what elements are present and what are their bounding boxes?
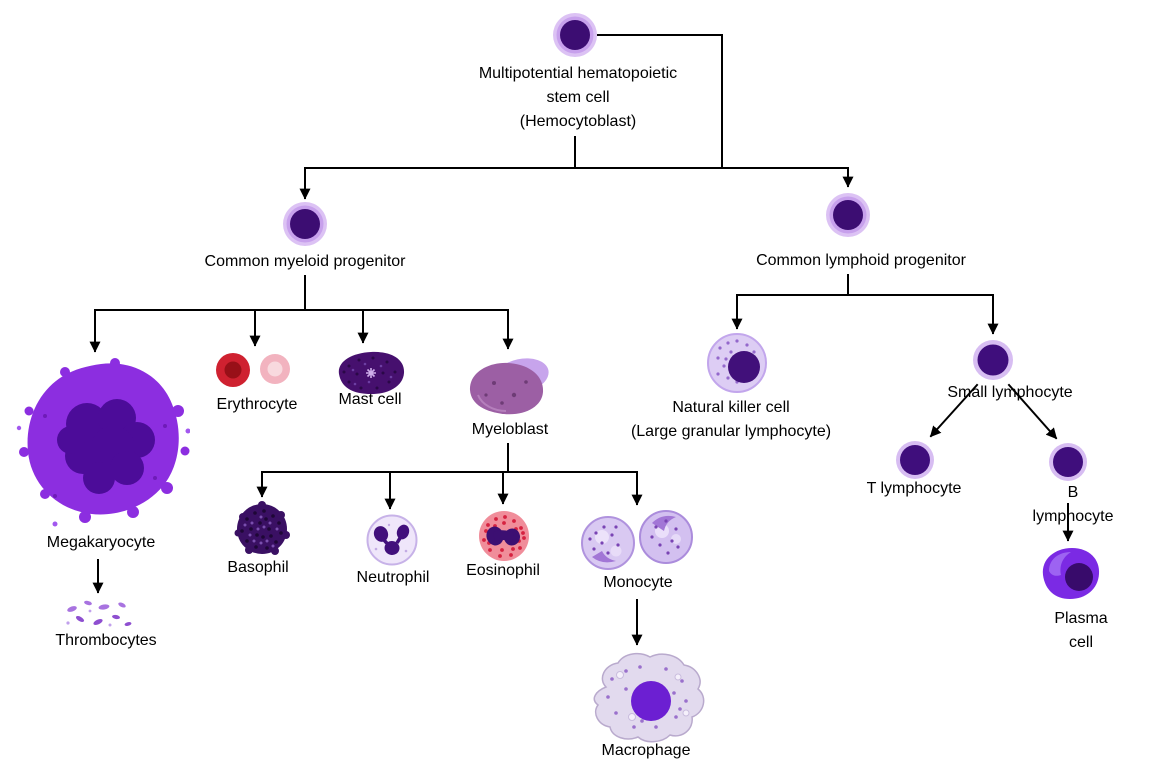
megakaryocyte-label: Megakaryocyte	[46, 534, 156, 551]
b-lymphocyte-icon	[1048, 442, 1088, 482]
t-lymphocyte-icon	[895, 440, 935, 480]
myeloblast-label: Myeloblast	[471, 421, 549, 438]
megakaryocyte-icon	[15, 356, 191, 528]
thrombocytes-icon	[60, 597, 138, 631]
neutrophil-icon	[364, 513, 420, 567]
natural-killer-icon	[704, 332, 770, 396]
erythrocyte-label: Erythrocyte	[216, 396, 298, 413]
small-lymphocyte-icon	[972, 339, 1014, 381]
edge-to-blymphocyte	[1007, 383, 1058, 440]
lymphoid-progenitor-label: Common lymphoid progenitor	[756, 252, 966, 269]
edge-stem-elbow	[597, 34, 723, 168]
erythrocyte-icon	[211, 350, 303, 390]
stem-cell-icon	[552, 12, 598, 58]
small-lymphocyte-label: Small lymphocyte	[947, 384, 1073, 401]
stem-cell-label: Multipotential hematopoietic stem cell (…	[478, 65, 678, 130]
edge-to-tlymphocyte	[929, 383, 979, 438]
natural-killer-label: Natural killer cell (Large granular lymp…	[630, 399, 832, 440]
basophil-icon	[233, 501, 291, 557]
myeloid-progenitor-icon	[282, 201, 328, 247]
b-lymphocyte-label: B lymphocyte	[1032, 484, 1114, 525]
plasma-cell-icon	[1039, 545, 1103, 602]
eosinophil-label: Eosinophil	[466, 562, 540, 579]
neutrophil-label: Neutrophil	[356, 569, 430, 586]
lymphoid-progenitor-icon	[825, 192, 871, 238]
mast-cell-icon	[331, 348, 411, 398]
t-lymphocyte-label: T lymphocyte	[866, 480, 962, 497]
macrophage-label: Macrophage	[601, 742, 691, 759]
eosinophil-icon	[475, 508, 533, 564]
monocyte-label: Monocyte	[603, 574, 673, 591]
monocyte-icon	[578, 509, 702, 571]
myeloblast-icon	[464, 355, 552, 419]
myeloid-progenitor-label: Common myeloid progenitor	[204, 253, 406, 270]
macrophage-icon	[582, 649, 712, 744]
plasma-cell-label: Plasma cell	[1054, 610, 1108, 651]
basophil-label: Basophil	[227, 559, 289, 576]
thrombocytes-label: Thrombocytes	[55, 632, 157, 649]
mast-cell-label: Mast cell	[338, 391, 402, 408]
